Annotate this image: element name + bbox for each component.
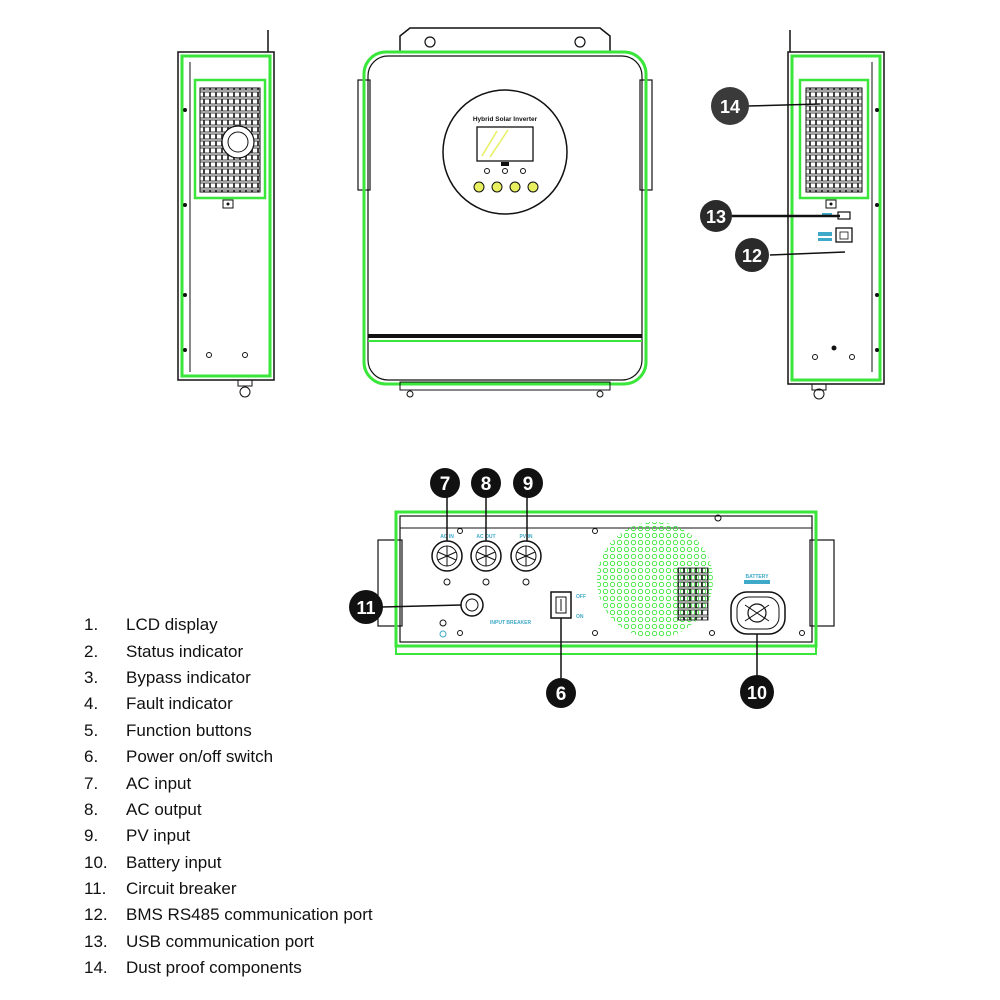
- legend-label: Bypass indicator: [126, 667, 251, 687]
- legend-item: 4. Fault indicator: [84, 691, 504, 717]
- legend-item: 12. BMS RS485 communication port: [84, 902, 504, 928]
- legend-number: 5.: [84, 720, 99, 740]
- function-button-2[interactable]: [491, 181, 503, 193]
- legend-item: 14. Dust proof components: [84, 955, 504, 981]
- front-view: Hybrid Solar Inverter: [357, 27, 653, 398]
- legend-number: 7.: [84, 773, 99, 793]
- bottom-view: AC IN AC OUT PV IN INPUT BREAKER OFF ON …: [377, 496, 835, 678]
- fault-indicator-led: [520, 168, 526, 174]
- legend-number: 10.: [84, 852, 108, 872]
- legend-number: 6.: [84, 747, 99, 767]
- legend-number: 3.: [84, 667, 99, 687]
- bypass-indicator-led: [502, 168, 508, 174]
- legend-label: BMS RS485 communication port: [126, 905, 373, 925]
- legend-label: Power on/off switch: [126, 747, 274, 767]
- switch-off-label: OFF: [576, 594, 586, 600]
- dust-proof-grille: [798, 78, 870, 200]
- lcd-display: [476, 126, 534, 162]
- legend-item: 6. Power on/off switch: [84, 744, 504, 770]
- svg-text:11: 11: [356, 598, 375, 618]
- svg-text:13: 13: [706, 207, 726, 227]
- svg-text:12: 12: [742, 246, 762, 266]
- battery-label: BATTERY: [745, 574, 769, 580]
- legend-item: 1. LCD display: [84, 612, 504, 638]
- legend-item: 11. Circuit breaker: [84, 876, 504, 902]
- callout-12: 12: [735, 238, 769, 272]
- legend-label: AC input: [126, 773, 192, 793]
- callout-7: 7: [430, 468, 460, 498]
- battery-connector: [730, 591, 786, 635]
- component-legend: 1. LCD display 2. Status indicator 3. Bypas…: [84, 612, 504, 981]
- legend-number: 13.: [84, 931, 108, 951]
- callout-11: 11: [349, 590, 383, 624]
- legend-item: 5. Function buttons: [84, 718, 504, 744]
- callout-13: 13: [700, 200, 732, 232]
- svg-text:10: 10: [747, 683, 767, 703]
- legend-item: 7. AC input: [84, 770, 504, 796]
- legend-number: 1.: [84, 615, 99, 635]
- pv-in-label: PV IN: [519, 534, 532, 540]
- legend-label: Status indicator: [126, 641, 244, 661]
- ac-output-connector: [470, 540, 502, 586]
- left-side-view: [177, 30, 275, 398]
- callout-8: 8: [471, 468, 501, 498]
- legend-label: PV input: [126, 826, 191, 846]
- svg-text:7: 7: [440, 474, 451, 495]
- function-button-4[interactable]: [527, 181, 539, 193]
- function-button-1[interactable]: [473, 181, 485, 193]
- legend-item: 13. USB communication port: [84, 929, 504, 955]
- callout-10: 10: [740, 675, 774, 709]
- legend-number: 2.: [84, 641, 99, 661]
- svg-text:8: 8: [481, 474, 492, 495]
- legend-number: 14.: [84, 958, 108, 978]
- input-breaker-label: INPUT BREAKER: [490, 620, 532, 626]
- legend-item: 8. AC output: [84, 797, 504, 823]
- legend-item: 2. Status indicator: [84, 638, 504, 664]
- power-switch[interactable]: [550, 591, 572, 619]
- legend-number: 11.: [84, 879, 107, 899]
- legend-number: 8.: [84, 799, 99, 819]
- legend-label: Battery input: [126, 852, 222, 872]
- legend-label: LCD display: [126, 615, 218, 635]
- status-indicator-led: [484, 168, 490, 174]
- legend-label: AC output: [126, 799, 202, 819]
- legend-number: 9.: [84, 826, 99, 846]
- ac-input-connector: [431, 540, 463, 586]
- legend-label: USB communication port: [126, 931, 315, 951]
- legend-item: 9. PV input: [84, 823, 504, 849]
- function-button-3[interactable]: [509, 181, 521, 193]
- switch-on-label: ON: [576, 614, 584, 620]
- callout-9: 9: [513, 468, 543, 498]
- legend-label: Fault indicator: [126, 694, 233, 714]
- right-side-view: [732, 30, 885, 400]
- legend-number: 12.: [84, 905, 108, 925]
- legend-number: 4.: [84, 694, 99, 714]
- pv-input-connector: [510, 540, 542, 586]
- legend-item: 3. Bypass indicator: [84, 665, 504, 691]
- svg-text:6: 6: [556, 684, 567, 705]
- legend-item: 10. Battery input: [84, 850, 504, 876]
- svg-text:14: 14: [720, 97, 740, 117]
- legend-label: Function buttons: [126, 720, 252, 740]
- callout-6: 6: [546, 678, 576, 708]
- lcd-brand-text: Hybrid Solar Inverter: [473, 116, 538, 123]
- legend-label: Circuit breaker: [126, 879, 237, 899]
- legend-label: Dust proof components: [126, 958, 302, 978]
- svg-text:9: 9: [523, 474, 534, 495]
- rs485-port: [835, 227, 853, 243]
- callout-14: 14: [711, 87, 749, 125]
